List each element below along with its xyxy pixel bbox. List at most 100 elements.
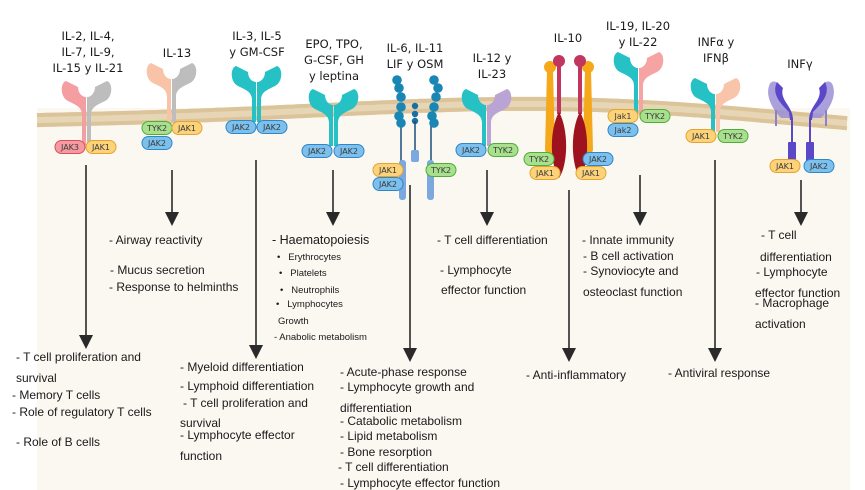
receptor-chain (87, 81, 112, 145)
domain-bead (394, 83, 404, 93)
effect-item: - Anabolic metabolism (274, 332, 367, 343)
kinase-jak1-badge: JAK1 (372, 163, 404, 177)
effect-item: - Role of regulatory T cells (12, 405, 152, 419)
kinase-tyk2-badge: TYK2 (141, 121, 173, 135)
effect-item: Neutrophils (291, 285, 340, 296)
ifngr-tail (806, 142, 814, 164)
effect-item: - Innate immunity (582, 233, 675, 247)
effect-item: - Lymphocyte (756, 265, 828, 279)
kinase-tyk2-badge: TYK2 (425, 163, 457, 177)
receptor-chain (690, 78, 715, 132)
receptor-title-il6-family: IL-6, IL-11 LIF y OSM (386, 41, 444, 71)
effect-item: - Haematopoiesis (272, 233, 370, 247)
domain-bead (411, 102, 419, 110)
receptor-title-epo-family: EPO, TPO, G-CSF, GH y leptina (304, 37, 364, 83)
kinase-jak2-badge: JAK2 (333, 144, 365, 158)
kinase-label: JAK1 (581, 169, 600, 178)
domain-bead (429, 102, 439, 112)
effect-item: Lymphocytes (287, 299, 343, 310)
receptor-chain (146, 63, 171, 122)
kinase-pill (523, 152, 555, 166)
kinase-jak1-badge: JAK1 (685, 129, 717, 143)
arrow-head (794, 212, 808, 226)
effect-bullet: • Neutrophils (280, 285, 340, 296)
domain-bead (411, 110, 419, 118)
kinase-jak1-badge: JAK1 (769, 159, 801, 173)
effect-item: function (180, 449, 223, 463)
arrow-head (562, 348, 576, 362)
arrow-ifn-gamma (794, 180, 808, 226)
effect-item: Growth (278, 316, 309, 327)
arrow-il3-family (249, 160, 263, 359)
kinase-pill (575, 166, 607, 180)
kinase-jak1-badge: JAK1 (529, 166, 561, 180)
kinase-pill (372, 177, 404, 191)
domain-bead (431, 92, 441, 102)
receptor-chain (257, 66, 282, 122)
effect-item: differentiation (340, 401, 412, 415)
effect-item: - Mucus secretion (110, 263, 205, 277)
kinase-jak2-badge: JAK2 (225, 120, 257, 134)
receptor-chain (613, 52, 638, 115)
arrow-il13 (165, 170, 179, 226)
kinase-pill (607, 109, 639, 123)
effect-item: - Lymphocyte effector function (340, 476, 501, 490)
kinase-jak2-badge: JAK2 (803, 159, 835, 173)
arrow-il10 (562, 190, 576, 362)
il6r-tail (411, 150, 419, 162)
kinase-jak2-badge: JAK2 (141, 136, 173, 150)
kinase-pill (425, 163, 457, 177)
receptor-chain (639, 52, 664, 115)
effect-item: - Memory T cells (12, 388, 101, 402)
kinase-tyk2-badge: TYK2 (523, 152, 555, 166)
effect-item: - Lymphocyte (440, 263, 512, 277)
ifngr-chain (775, 82, 793, 120)
receptor-chain (487, 89, 512, 146)
kinase-tyk2-badge: TYK2 (717, 129, 749, 143)
kinase-pill (717, 129, 749, 143)
kinase-jak2-badge: JAK2 (301, 144, 333, 158)
kinase-pill (54, 140, 86, 154)
kinase-label: JAK2 (231, 123, 250, 132)
domain-bead (392, 75, 402, 85)
effect-item: - Anti-inflammatory (526, 368, 627, 382)
kinase-pill (85, 140, 117, 154)
kinase-pill (301, 144, 333, 158)
receptor-title-ifn-gamma: INFγ (787, 57, 813, 71)
kinase-label: TYK2 (528, 155, 549, 164)
effect-item: - Synoviocyte and (583, 264, 679, 278)
effect-item: osteoclast function (583, 285, 683, 299)
effect-item: - Lymphocyte effector (180, 428, 295, 442)
effect-item: - Catabolic metabolism (340, 414, 463, 428)
domain-bead (396, 102, 406, 112)
effect-item: differentiation (760, 250, 832, 264)
kinase-label: JAK1 (775, 162, 794, 171)
kinase-label: JAK2 (147, 139, 166, 148)
effect-item: - Airway reactivity (109, 233, 203, 247)
receptor-title-il10: IL-10 (553, 31, 583, 45)
kinase-jak2-badge: JAK2 (582, 152, 614, 166)
kinase-label: TYK2 (430, 166, 451, 175)
kinase-jak2-badge: JAK2 (455, 143, 487, 157)
arrow-il12-family (480, 170, 494, 226)
kinase-jak2-badge: JAK2 (372, 177, 404, 191)
receptor-title-ifn-type1: INFα y IFNβ (697, 35, 735, 65)
arrow-head (708, 348, 722, 362)
effect-item: - T cell (761, 228, 797, 242)
kinase-pill (455, 143, 487, 157)
receptor-title-il13: IL-13 (162, 46, 192, 60)
kinase-pill (171, 121, 203, 135)
kinase-label: JAK1 (535, 169, 554, 178)
kinase-jak1-badge: JAK1 (171, 121, 203, 135)
effect-item: Platelets (290, 268, 327, 279)
kinase-pill (803, 159, 835, 173)
il10r-domain (574, 55, 586, 67)
domain-bead (429, 75, 439, 85)
kinase-label: JAK2 (588, 155, 607, 164)
il10r-domain (553, 55, 565, 67)
